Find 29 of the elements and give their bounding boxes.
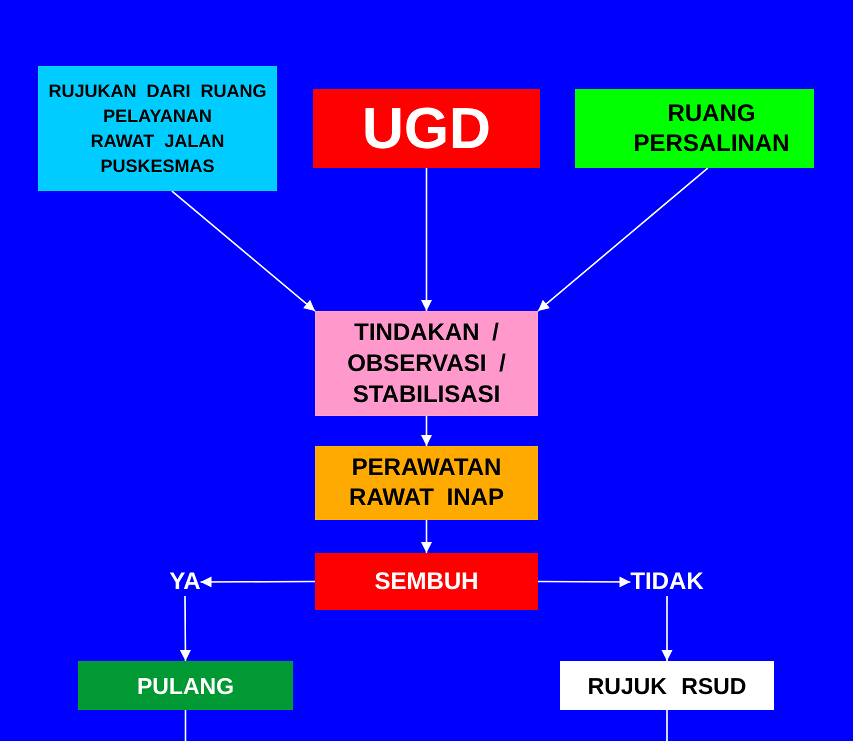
branch-label: YA [169,568,201,596]
process-box [575,89,814,168]
process-box [315,311,538,416]
process-box [38,66,277,191]
box-label: UGD [362,96,491,160]
branch-label: TIDAK [630,568,704,596]
process-box [78,661,293,710]
arrow [421,520,432,553]
process-box [313,89,540,168]
box-label: PULANG [136,672,234,700]
arrow [538,576,630,588]
arrow [421,168,432,311]
box-label: PERAWATAN RAWAT INAP [349,453,504,513]
box-label: RUJUK RSUD [588,672,746,700]
connector-line [666,710,668,741]
box-label: TINDAKAN / OBSERVASI / STABILISASI [347,318,506,410]
arrow [662,596,672,661]
arrow [200,576,315,588]
arrow [537,167,708,312]
arrow [180,596,191,661]
arrow [421,416,432,446]
process-box [315,553,538,610]
arrow [171,190,316,312]
process-box [560,661,774,710]
process-box [315,446,538,520]
box-label: RUANG PERSALINAN [633,98,790,158]
box-label: SEMBUH [374,568,478,596]
connector-line [184,710,186,741]
box-label: RUJUKAN DARI RUANG PELAYANAN RAWAT JALAN PUSKESMAS [48,80,267,178]
